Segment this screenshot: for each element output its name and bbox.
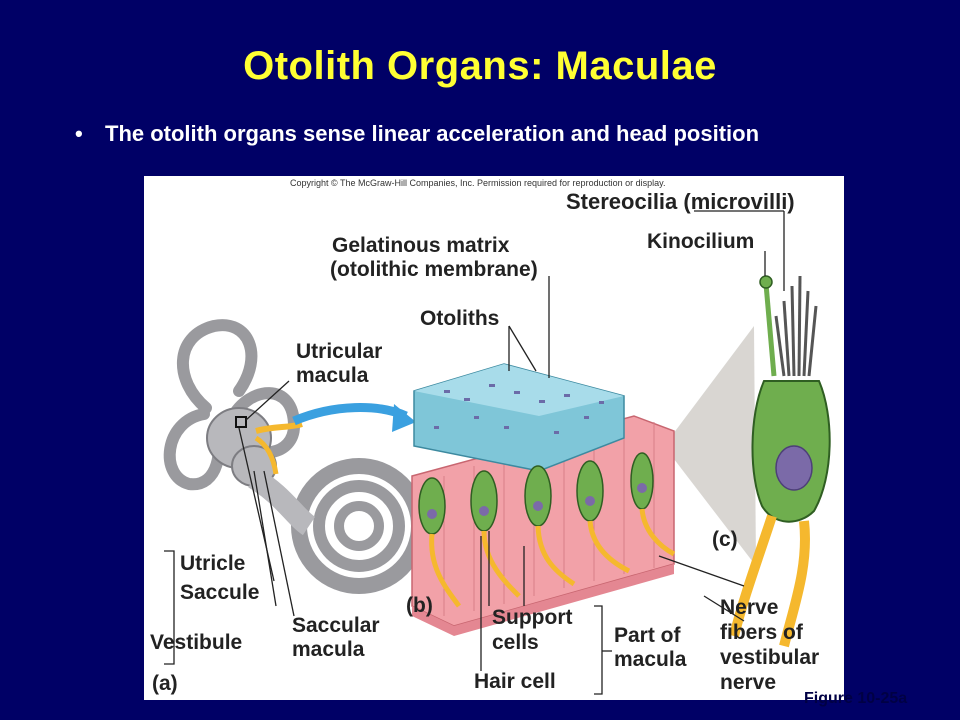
label-vestibule: Vestibule — [150, 631, 243, 654]
macula-block — [411, 363, 676, 636]
label-panel-b: (b) — [406, 594, 433, 617]
leader-lines — [164, 210, 785, 695]
slide-title: Otolith Organs: Maculae — [243, 44, 717, 88]
label-gelatinous-2: (otolithic membrane) — [330, 258, 538, 281]
label-nerve-4: nerve — [720, 671, 777, 694]
copyright-note: Copyright © The McGraw-Hill Companies, I… — [290, 178, 666, 188]
label-saccular-2: macula — [292, 638, 365, 661]
label-nerve-2: fibers of — [720, 621, 803, 644]
otolith-figure: Copyright © The McGraw-Hill Companies, I… — [144, 176, 844, 700]
arrow-head-icon — [392, 404, 416, 432]
label-hair-cell: Hair cell — [474, 670, 556, 693]
bullet-dot-icon: • — [75, 121, 83, 146]
label-panel-a: (a) — [152, 672, 178, 695]
label-support-2: cells — [492, 631, 539, 654]
bullet-text: The otolith organs sense linear accelera… — [105, 121, 760, 146]
label-support-1: Support — [492, 606, 573, 629]
kinocilium-tip — [759, 275, 773, 289]
label-utricular-2: macula — [296, 364, 369, 387]
label-nerve-3: vestibular — [720, 646, 820, 669]
otolith-crystals — [434, 384, 604, 434]
label-stereocilia: Stereocilia (microvilli) — [566, 189, 795, 214]
label-gelatinous-1: Gelatinous matrix — [332, 234, 510, 257]
label-panel-c: (c) — [712, 528, 738, 551]
label-saccule: Saccule — [180, 581, 260, 604]
macula-box-marker — [235, 416, 247, 428]
label-nerve-1: Nerve — [720, 596, 779, 619]
label-utricle: Utricle — [180, 552, 246, 575]
figure-caption: Figure 10-25a — [804, 690, 908, 707]
label-utricular-1: Utricular — [296, 340, 383, 363]
inner-ear-drawing — [163, 319, 427, 594]
label-otoliths: Otoliths — [420, 307, 500, 330]
bullet-item: • The otolith organs sense linear acceler… — [75, 121, 759, 147]
label-kinocilium: Kinocilium — [647, 230, 755, 253]
label-saccular-1: Saccular — [292, 614, 380, 637]
label-part-of-2: macula — [614, 648, 687, 671]
zoom-wedge — [664, 326, 756, 566]
nerve-fibers-b — [429, 508, 676, 608]
label-part-of-1: Part of — [614, 624, 681, 647]
zoom-arrow — [292, 403, 408, 426]
hair-cell-detail — [729, 275, 831, 648]
figure-illustration — [163, 210, 831, 695]
